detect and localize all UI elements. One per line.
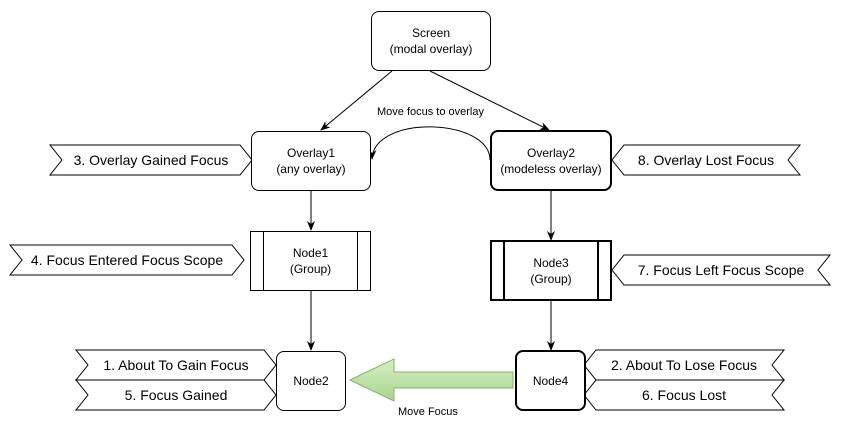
event-about-to-lose-focus: 2. About To Lose Focus xyxy=(610,357,758,373)
node-overlay1-title: Overlay1 xyxy=(286,146,336,160)
node-screen-subtitle: (modal overlay) xyxy=(389,42,473,56)
node3-left-bar xyxy=(503,242,505,299)
node-node1-title: Node1 xyxy=(292,246,329,260)
event-shape-focus-left xyxy=(611,254,832,286)
node-node2-title: Node2 xyxy=(293,374,329,388)
event-overlay-gained-focus: 3. Overlay Gained Focus xyxy=(73,152,229,168)
node-screen: Screen (modal overlay) xyxy=(371,11,491,71)
event-focus-lost: 6. Focus Lost xyxy=(641,387,727,403)
event-shape-overlay-lost xyxy=(611,144,802,176)
node-node4-title: Node4 xyxy=(532,373,569,388)
event-shape-focus-gained xyxy=(74,379,277,411)
edge-label-move-focus-to-overlay: Move focus to overlay xyxy=(375,106,486,118)
event-shape-focus-entered xyxy=(8,244,245,276)
node1-right-bar xyxy=(357,232,358,290)
event-about-to-gain-focus: 1. About To Gain Focus xyxy=(103,357,249,373)
node-node2: Node2 xyxy=(276,351,346,411)
event-overlay-lost-focus: 8. Overlay Lost Focus xyxy=(637,152,775,168)
node3-right-bar xyxy=(597,242,599,299)
edge-label-move-focus: Move Focus xyxy=(396,406,460,418)
edge-screen-overlay2 xyxy=(429,70,550,131)
edge-screen-overlay1 xyxy=(320,70,393,131)
node-overlay2-subtitle: (modeless overlay) xyxy=(500,161,602,176)
event-focus-entered-scope: 4. Focus Entered Focus Scope xyxy=(30,252,224,268)
node-node3-title: Node3 xyxy=(533,255,569,270)
node-node1-subtitle: (Group) xyxy=(289,262,332,276)
node-overlay1: Overlay1 (any overlay) xyxy=(251,131,371,191)
node-node1: Node1 (Group) xyxy=(250,231,371,291)
big-move-focus-arrow xyxy=(348,358,514,402)
event-focus-gained: 5. Focus Gained xyxy=(124,387,228,403)
node-screen-title: Screen xyxy=(411,26,451,40)
node1-left-bar xyxy=(263,232,264,290)
event-shape-overlay-gained xyxy=(48,144,253,176)
node-overlay2: Overlay2 (modeless overlay) xyxy=(490,130,612,191)
node-overlay2-title: Overlay2 xyxy=(526,145,576,160)
node-node4: Node4 xyxy=(515,350,586,411)
node-node3-subtitle: (Group) xyxy=(530,271,572,286)
edge-move-focus-to-overlay xyxy=(368,126,491,161)
node-node3: Node3 (Group) xyxy=(490,240,612,301)
event-focus-left-scope: 7. Focus Left Focus Scope xyxy=(637,262,805,278)
node-overlay1-subtitle: (any overlay) xyxy=(276,162,346,176)
